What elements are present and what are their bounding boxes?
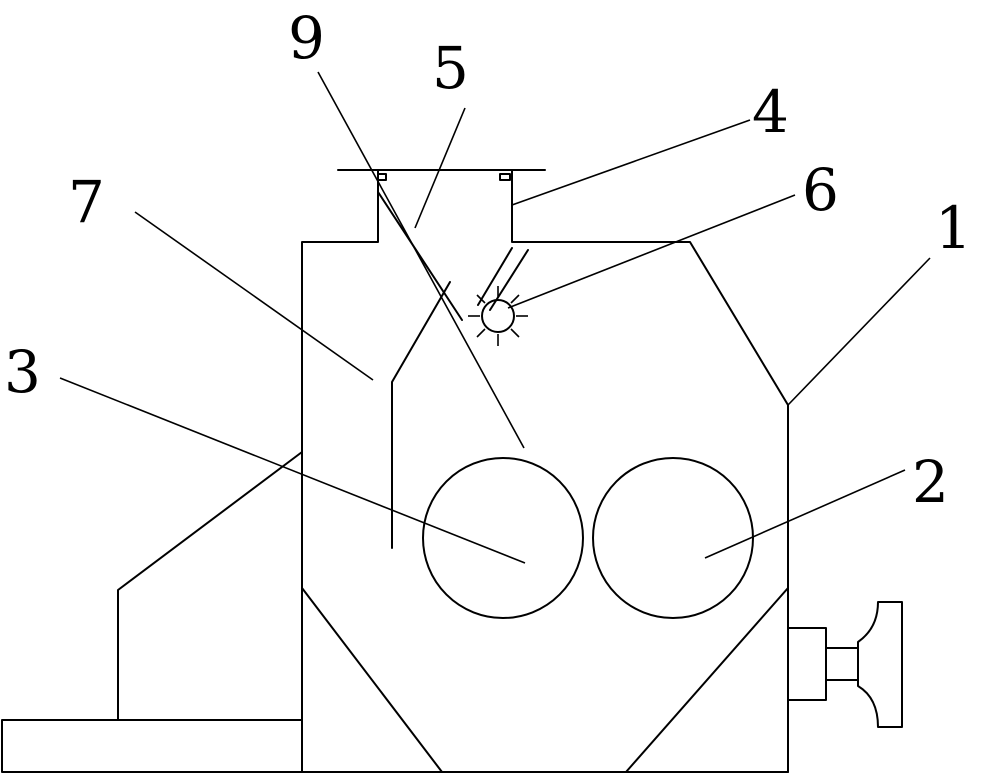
part-label-3: 3 <box>4 338 41 406</box>
roller-right <box>592 457 754 619</box>
inlet-bracket-left <box>377 173 387 181</box>
base-platform <box>1 719 303 773</box>
housing-left-wall <box>301 169 379 773</box>
part-label-1: 1 <box>935 194 972 262</box>
roller-left <box>422 457 584 619</box>
leader-4 <box>511 119 751 206</box>
handwheel-shaft <box>825 647 859 681</box>
lower-funnel-left <box>301 587 443 773</box>
agitator-hub <box>481 299 515 333</box>
handwheel-mount <box>787 627 827 701</box>
lower-funnel-right <box>625 587 789 773</box>
housing-right-wall <box>511 169 789 773</box>
handwheel <box>857 601 903 728</box>
guide-plate <box>391 281 451 549</box>
leader-3 <box>59 377 526 564</box>
leader-5 <box>414 107 466 229</box>
agitator-mount-bar-1 <box>477 247 513 306</box>
leader-6 <box>507 194 796 309</box>
leader-1 <box>787 257 931 406</box>
leader-7 <box>134 211 374 381</box>
agitator-spikes <box>468 286 528 346</box>
part-label-2: 2 <box>912 448 949 516</box>
part-label-7: 7 <box>68 168 105 236</box>
inlet-bracket-right <box>499 173 511 181</box>
agitator-wheel <box>468 286 528 346</box>
part-label-4: 4 <box>752 78 789 146</box>
leader-2 <box>704 469 906 559</box>
leader-9 <box>317 71 525 449</box>
part-label-5: 5 <box>432 34 469 102</box>
support-leg <box>117 451 303 721</box>
part-label-9: 9 <box>288 4 325 72</box>
discharge-chute <box>377 191 463 321</box>
part-label-6: 6 <box>802 156 839 224</box>
